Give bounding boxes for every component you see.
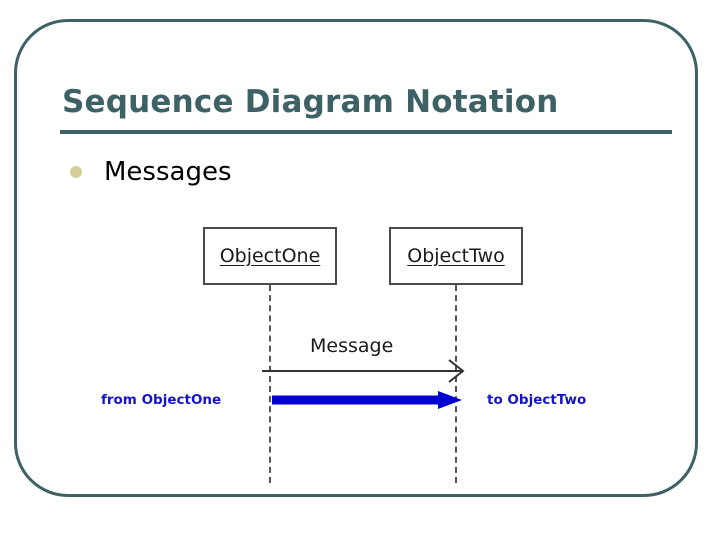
message-arrow-icon bbox=[262, 359, 465, 383]
bullet-item-messages: Messages bbox=[70, 158, 232, 187]
title-underline-rule bbox=[60, 130, 672, 134]
highlight-arrow-icon bbox=[272, 391, 462, 409]
object-two-label: ObjectTwo bbox=[407, 245, 505, 267]
bullet-item-label: Messages bbox=[104, 157, 232, 187]
to-object-annotation: to ObjectTwo bbox=[487, 392, 587, 408]
bullet-dot-icon bbox=[70, 166, 82, 179]
message-arrow-label: Message bbox=[310, 335, 394, 357]
lifeline-object-one bbox=[269, 285, 271, 483]
lifeline-object-two bbox=[455, 285, 457, 483]
from-object-annotation: from ObjectOne bbox=[101, 392, 222, 408]
object-box-two: ObjectTwo bbox=[389, 227, 523, 285]
object-box-one: ObjectOne bbox=[203, 227, 337, 285]
slide-border-frame bbox=[14, 19, 698, 497]
object-one-label: ObjectOne bbox=[219, 245, 321, 267]
page-title: Sequence Diagram Notation bbox=[62, 84, 559, 120]
